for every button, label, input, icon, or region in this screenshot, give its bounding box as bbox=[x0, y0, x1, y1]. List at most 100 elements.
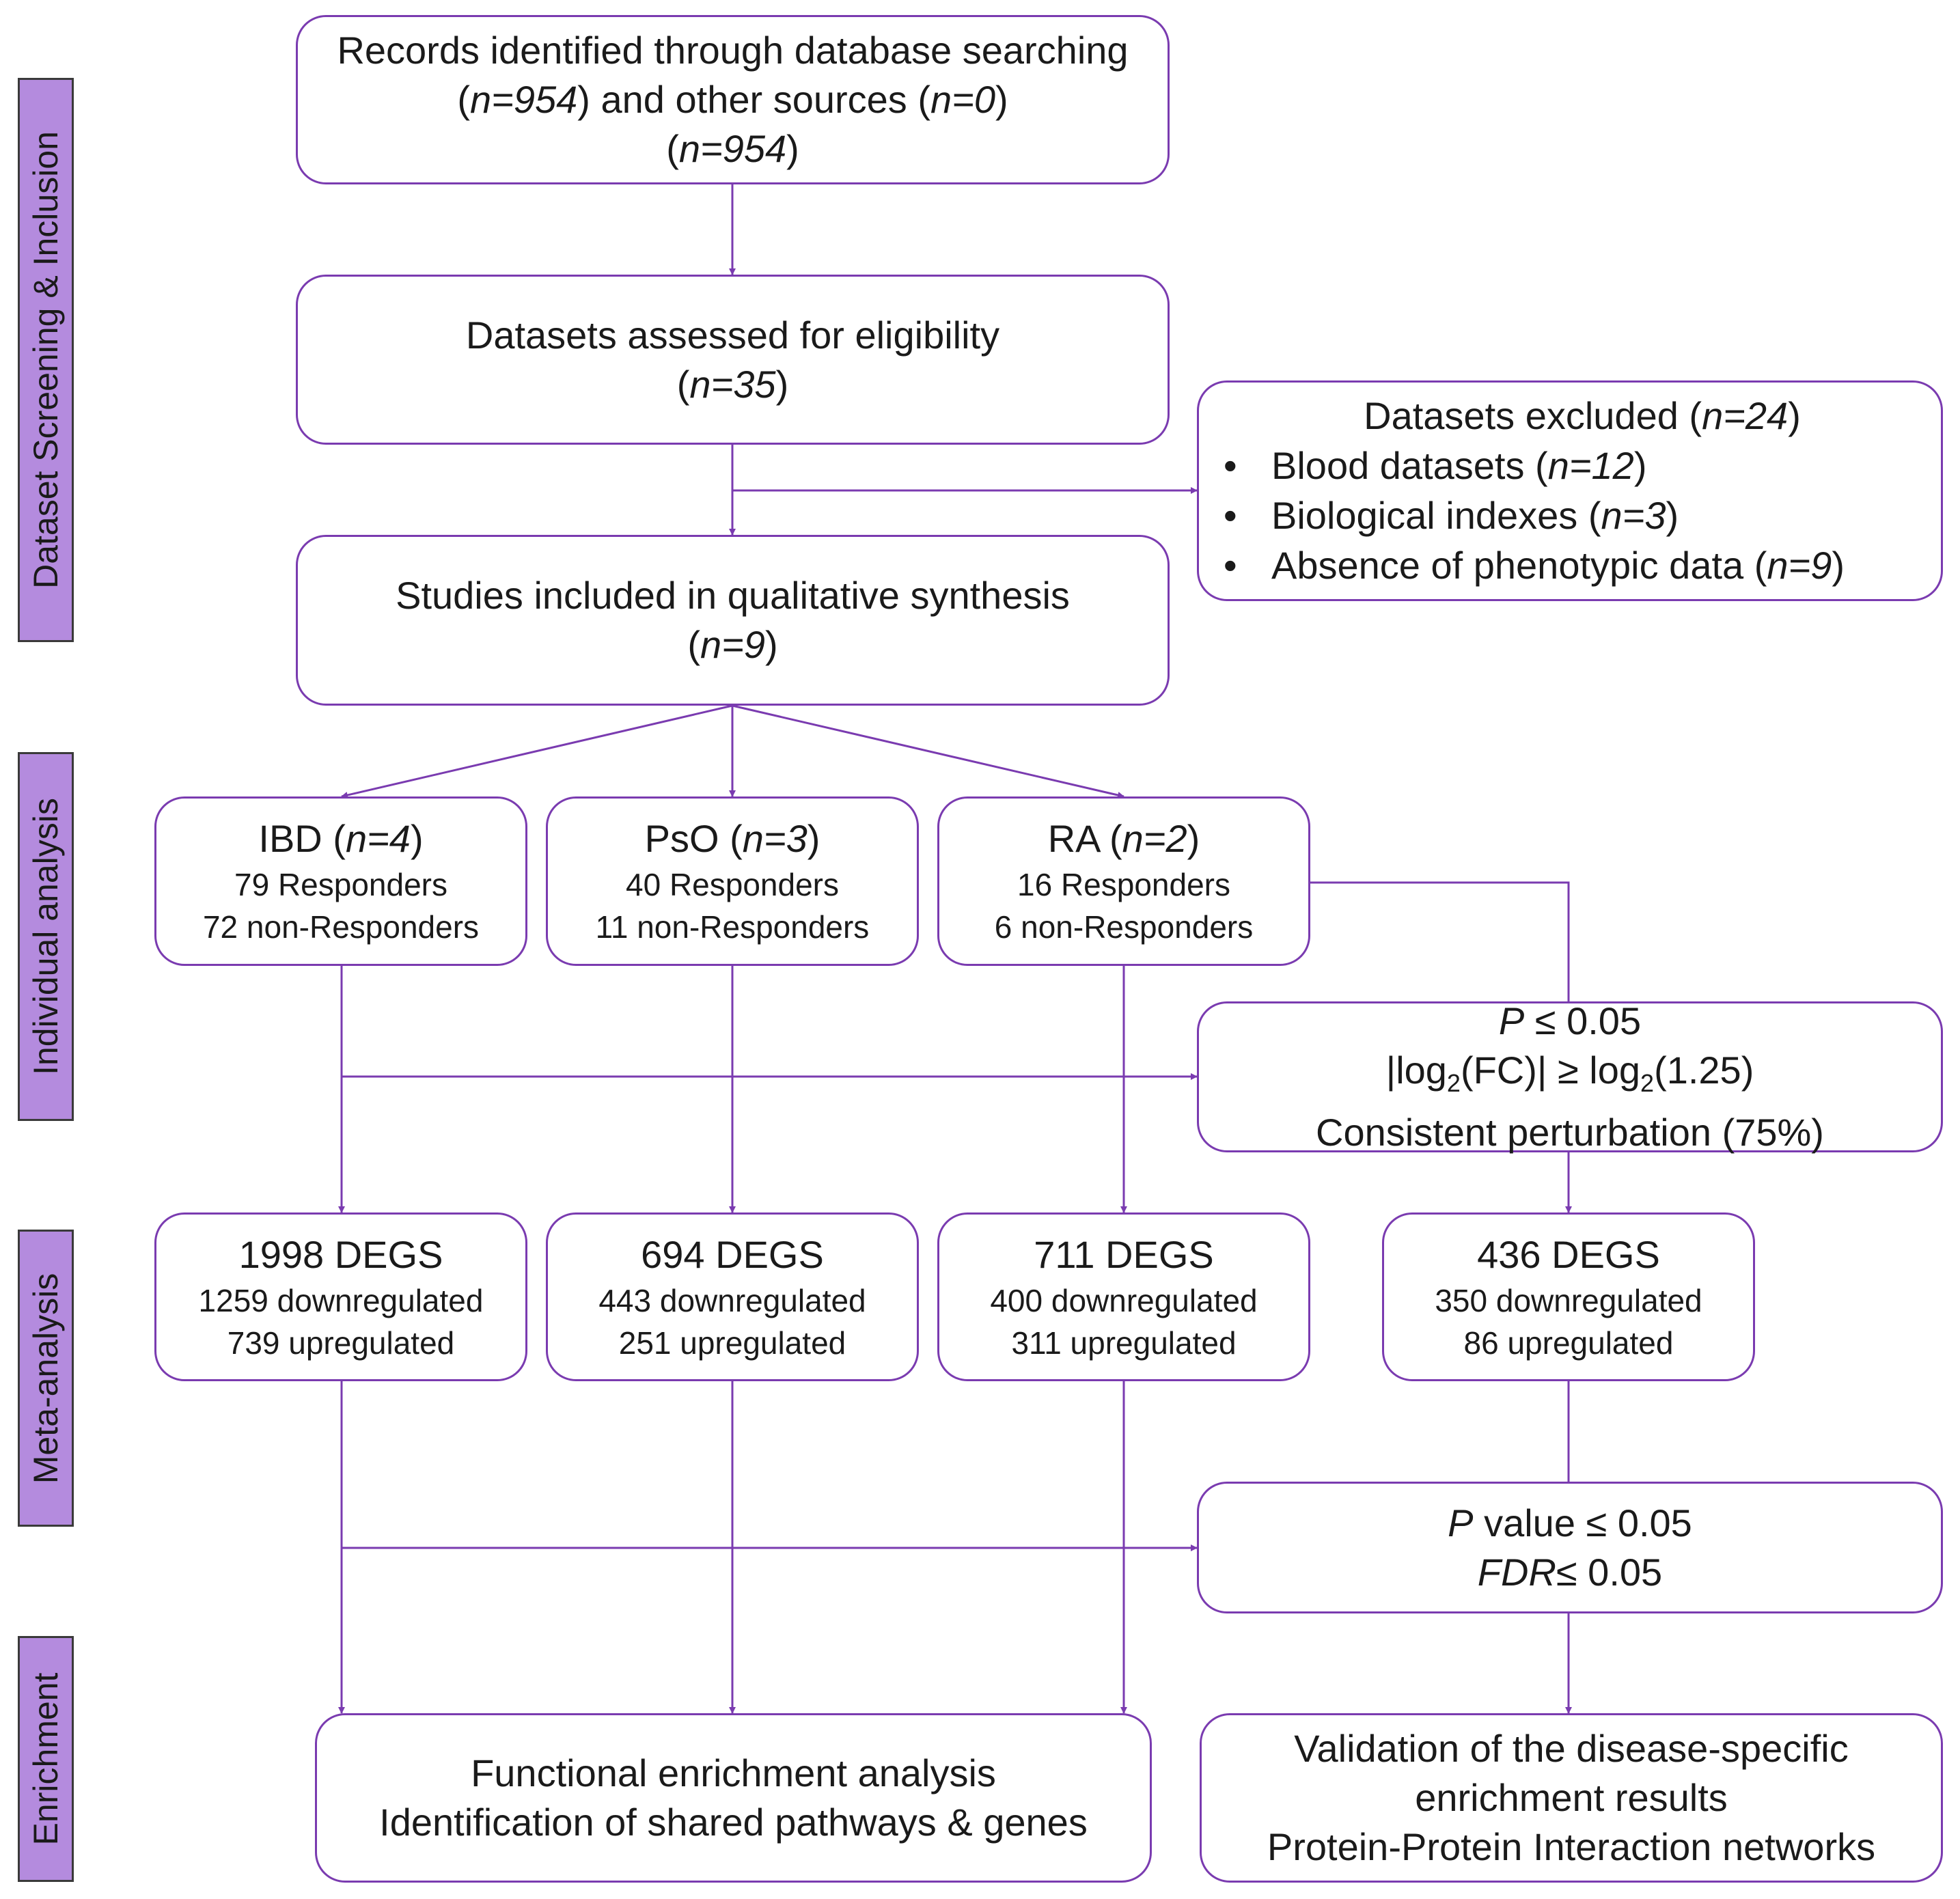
records-paren-close: ) bbox=[995, 78, 1008, 121]
eligibility-box: Datasets assessed for eligibility (n=35) bbox=[296, 275, 1170, 445]
criteria-fc-sub2: 2 bbox=[1640, 1069, 1655, 1098]
degs-box-meta: 436 DEGS 350 downregulated 86 upregulate… bbox=[1382, 1212, 1755, 1381]
excluded-title-text: Datasets excluded ( bbox=[1364, 394, 1702, 437]
sidebar-enrichment-label: Enrichment bbox=[27, 1672, 65, 1846]
eligibility-count: (n=35) bbox=[676, 362, 789, 406]
excluded-item-phenotypic-n: n=9 bbox=[1767, 544, 1832, 587]
disease-ra-non-responders: 6 non-Responders bbox=[994, 909, 1254, 945]
sidebar-meta: Meta-analysis bbox=[18, 1230, 74, 1527]
degs-meta-up: 86 upregulated bbox=[1463, 1325, 1674, 1361]
criteria2-fdr-rest: ≤ 0.05 bbox=[1556, 1550, 1663, 1594]
records-n-total: n=954 bbox=[678, 127, 787, 170]
validation-box: Validation of the disease-specific enric… bbox=[1200, 1713, 1943, 1883]
criteria-fc-post: (1.25) bbox=[1654, 1048, 1754, 1092]
excluded-item-biological-label: Biological indexes ( bbox=[1271, 494, 1601, 537]
disease-box-ra: RA (n=2) 16 Responders 6 non-Responders bbox=[937, 796, 1310, 966]
degs-ra-up: 311 upregulated bbox=[1011, 1325, 1237, 1361]
disease-ibd-title: IBD (n=4) bbox=[258, 817, 424, 860]
records-n-database: n=954 bbox=[470, 78, 578, 121]
degs-ra-total: 711 DEGS bbox=[1034, 1232, 1214, 1276]
records-total-close: ) bbox=[786, 127, 799, 170]
sidebar-individual-label: Individual analysis bbox=[27, 798, 65, 1075]
disease-ibd-n: n=4 bbox=[345, 817, 411, 860]
criteria-box-enrichment: P value ≤ 0.05 FDR≤ 0.05 bbox=[1197, 1482, 1943, 1613]
records-line2: (n=954) and other sources (n=0) bbox=[457, 75, 1008, 124]
records-total-open: ( bbox=[666, 127, 679, 170]
sidebar-screening: Dataset Screening & Inclusion bbox=[18, 78, 74, 642]
criteria2-fdr-threshold: FDR≤ 0.05 bbox=[1478, 1548, 1662, 1597]
validation-line2: enrichment results bbox=[1415, 1776, 1728, 1819]
disease-ra-responders: 16 Responders bbox=[1017, 867, 1230, 902]
eligibility-n: n=35 bbox=[689, 362, 776, 406]
sidebar-enrichment: Enrichment bbox=[18, 1636, 74, 1882]
degs-box-ra: 711 DEGS 400 downregulated 311 upregulat… bbox=[937, 1212, 1310, 1381]
disease-pso-title: PsO (n=3) bbox=[644, 817, 820, 860]
degs-ibd-down: 1259 downregulated bbox=[198, 1282, 484, 1318]
validation-line1: Validation of the disease-specific bbox=[1294, 1727, 1849, 1770]
excluded-box: Datasets excluded (n=24) Blood datasets … bbox=[1197, 380, 1943, 601]
records-mid-text: ) and other sources ( bbox=[577, 78, 930, 121]
degs-meta-down: 350 downregulated bbox=[1435, 1282, 1702, 1318]
validation-line3: Protein-Protein Interaction networks bbox=[1267, 1825, 1876, 1868]
criteria-p-value: ≤ 0.05 bbox=[1524, 999, 1642, 1042]
degs-pso-up: 251 upregulated bbox=[618, 1325, 846, 1361]
disease-pso-responders: 40 Responders bbox=[626, 867, 839, 902]
criteria-fc-pre: |log bbox=[1385, 1048, 1447, 1092]
excluded-item-phenotypic: Absence of phenotypic data (n=9) bbox=[1224, 540, 1941, 590]
disease-pso-non-responders: 11 non-Responders bbox=[595, 909, 870, 945]
criteria-p-threshold: P ≤ 0.05 bbox=[1499, 997, 1641, 1046]
excluded-item-biological-n: n=3 bbox=[1601, 494, 1666, 537]
excluded-list: Blood datasets (n=12) Biological indexes… bbox=[1224, 441, 1941, 590]
disease-ibd-name: IBD ( bbox=[258, 817, 346, 860]
disease-pso-n: n=3 bbox=[742, 817, 808, 860]
records-n-other: n=0 bbox=[930, 78, 995, 121]
disease-ra-name: RA ( bbox=[1047, 817, 1122, 860]
records-line1: Records identified through database sear… bbox=[337, 29, 1129, 72]
excluded-item-phenotypic-label: Absence of phenotypic data ( bbox=[1271, 544, 1767, 587]
degs-meta-total: 436 DEGS bbox=[1477, 1232, 1660, 1276]
arrow-included-to-ibd bbox=[341, 704, 733, 799]
degs-ibd-up: 739 upregulated bbox=[227, 1325, 455, 1361]
included-count: (n=9) bbox=[687, 623, 778, 666]
sidebar-screening-label: Dataset Screening & Inclusion bbox=[27, 131, 65, 589]
excluded-title: Datasets excluded (n=24) bbox=[1364, 394, 1801, 437]
included-label: Studies included in qualitative synthesi… bbox=[396, 574, 1070, 617]
sidebar-individual: Individual analysis bbox=[18, 752, 74, 1121]
disease-ra-title: RA (n=2) bbox=[1047, 817, 1200, 860]
criteria-box-deg: P ≤ 0.05 |log2(FC)| ≥ log2(1.25) Consist… bbox=[1197, 999, 1943, 1154]
criteria-p-label: P bbox=[1498, 999, 1525, 1042]
disease-ibd-responders: 79 Responders bbox=[234, 867, 447, 902]
degs-ra-down: 400 downregulated bbox=[990, 1282, 1258, 1318]
criteria-fc-threshold: |log2(FC)| ≥ log2(1.25) bbox=[1386, 1046, 1754, 1108]
excluded-item-blood-label: Blood datasets ( bbox=[1271, 444, 1548, 487]
excluded-item-blood: Blood datasets (n=12) bbox=[1224, 441, 1941, 490]
criteria2-fdr-label: FDR bbox=[1477, 1550, 1556, 1594]
functional-line1: Functional enrichment analysis bbox=[471, 1751, 996, 1794]
criteria-consistency: Consistent perturbation (75%) bbox=[1316, 1111, 1824, 1154]
arrow-included-to-ra bbox=[732, 704, 1124, 799]
degs-ibd-total: 1998 DEGS bbox=[238, 1232, 443, 1276]
excluded-item-blood-n: n=12 bbox=[1547, 444, 1634, 487]
included-n: n=9 bbox=[700, 623, 765, 666]
records-line3: (n=954) bbox=[666, 124, 799, 174]
degs-pso-total: 694 DEGS bbox=[641, 1232, 824, 1276]
criteria-fc-mid: (FC)| ≥ log bbox=[1460, 1048, 1641, 1092]
records-paren-open: ( bbox=[457, 78, 471, 121]
records-box: Records identified through database sear… bbox=[296, 15, 1170, 184]
disease-box-pso: PsO (n=3) 40 Responders 11 non-Responder… bbox=[546, 796, 919, 966]
disease-pso-name: PsO ( bbox=[644, 817, 743, 860]
functional-enrichment-box: Functional enrichment analysis Identific… bbox=[315, 1713, 1152, 1883]
degs-box-ibd: 1998 DEGS 1259 downregulated 739 upregul… bbox=[154, 1212, 527, 1381]
functional-line2: Identification of shared pathways & gene… bbox=[379, 1801, 1088, 1844]
degs-pso-down: 443 downregulated bbox=[598, 1282, 866, 1318]
criteria2-p-rest: value ≤ 0.05 bbox=[1473, 1501, 1692, 1544]
excluded-n: n=24 bbox=[1702, 394, 1789, 437]
disease-ra-n: n=2 bbox=[1122, 817, 1187, 860]
eligibility-label: Datasets assessed for eligibility bbox=[465, 313, 1000, 357]
criteria2-p-label: P bbox=[1448, 1501, 1474, 1544]
line-ra-to-criteria1 bbox=[1310, 881, 1570, 1001]
degs-box-pso: 694 DEGS 443 downregulated 251 upregulat… bbox=[546, 1212, 919, 1381]
disease-box-ibd: IBD (n=4) 79 Responders 72 non-Responder… bbox=[154, 796, 527, 966]
excluded-item-biological: Biological indexes (n=3) bbox=[1224, 490, 1941, 540]
